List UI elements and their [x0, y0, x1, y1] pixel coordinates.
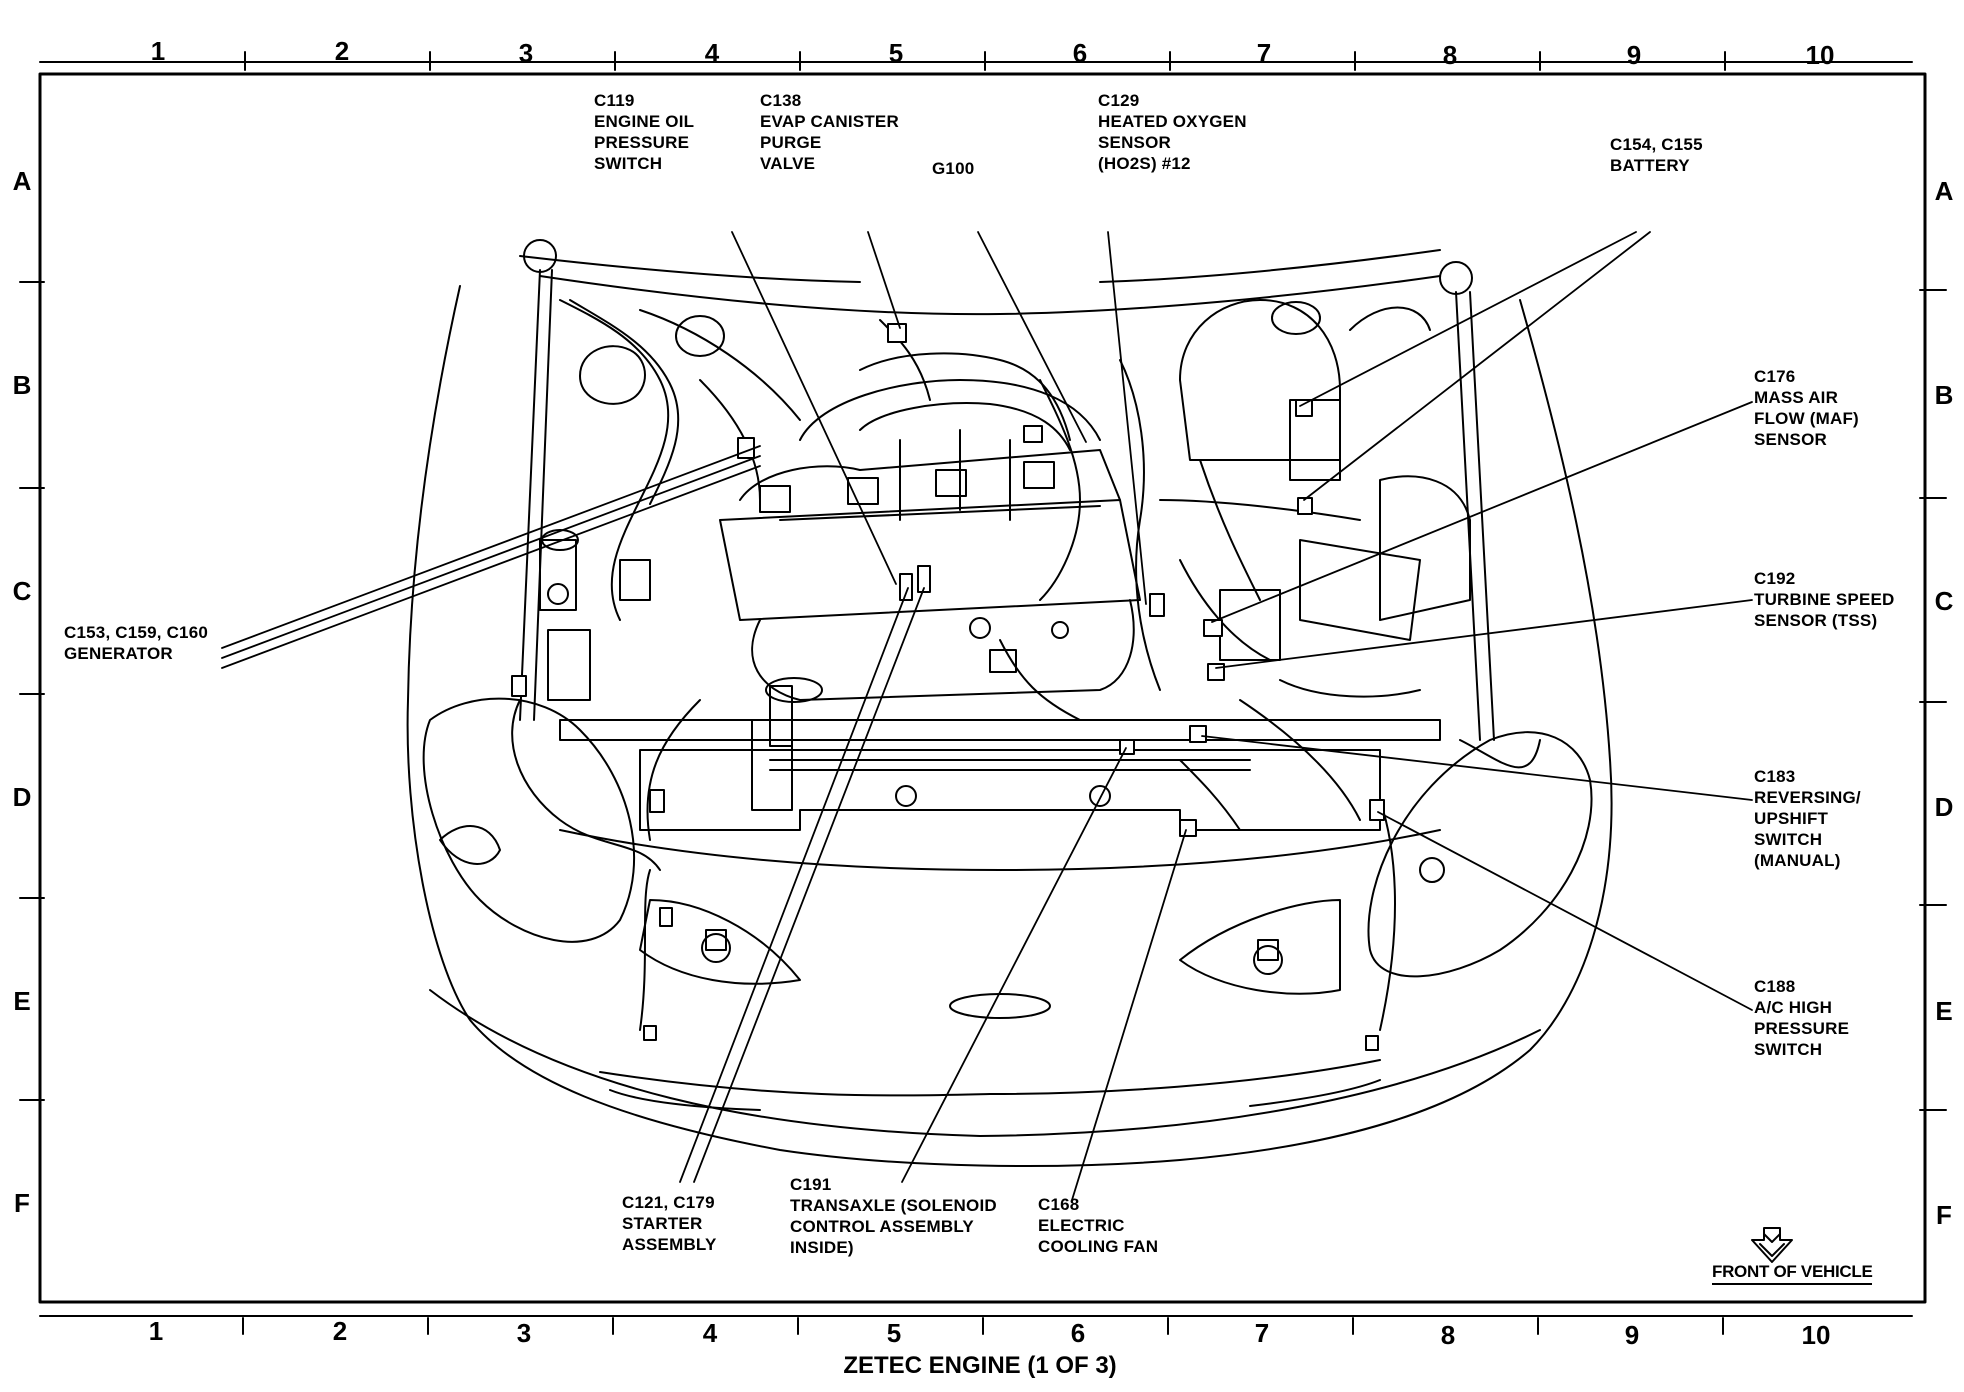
row-label-left-a: A: [12, 166, 32, 196]
col-label-top-7: 7: [1256, 38, 1272, 68]
col-label-bottom-3: 3: [516, 1318, 532, 1348]
col-label-bottom-1: 1: [148, 1316, 164, 1346]
col-label-top-2: 2: [334, 36, 350, 66]
callout-leaders: [221, 231, 1753, 1201]
connector-markers: [511, 323, 1385, 1051]
left-headlamp: [422, 697, 801, 985]
callout-c121-c179-starter-assembly: C121, C179 STARTER ASSEMBLY: [622, 1193, 717, 1254]
row-label-right-e: E: [1935, 996, 1953, 1026]
row-label-right-c: C: [1934, 586, 1954, 616]
callout-c191-transaxle: C191 TRANSAXLE (SOLENOID CONTROL ASSEMBL…: [790, 1175, 997, 1257]
row-label-left-d: D: [12, 782, 32, 812]
callout-c119-engine-oil-pressure-switch: C119 ENGINE OIL PRESSURE SWITCH: [594, 91, 695, 173]
down-chevron-arrow-icon: [1751, 1227, 1793, 1263]
left-reservoirs: [539, 315, 725, 701]
col-label-top-9: 9: [1626, 40, 1642, 70]
callout-c188-ac-high-pressure-switch: C188 A/C HIGH PRESSURE SWITCH: [1754, 977, 1850, 1059]
callout-c129-heated-oxygen-sensor: C129 HEATED OXYGEN SENSOR (HO2S) #12: [1098, 91, 1247, 173]
col-label-top-1: 1: [150, 36, 166, 66]
col-label-bottom-5: 5: [886, 1318, 902, 1348]
col-label-bottom-7: 7: [1254, 1318, 1270, 1348]
col-label-top-3: 3: [518, 38, 534, 68]
wiring-harness: [511, 299, 1541, 1031]
engine-block: [719, 379, 1141, 747]
callout-c154-c155-battery: C154, C155 BATTERY: [1610, 135, 1703, 175]
right-row-ticks: [1919, 289, 1947, 1111]
row-label-left-c: C: [12, 576, 32, 606]
vehicle-body-outline: [406, 239, 1613, 1167]
row-label-right-a: A: [1934, 176, 1954, 206]
callout-c168-electric-cooling-fan: C168 ELECTRIC COOLING FAN: [1038, 1195, 1159, 1256]
col-label-bottom-4: 4: [702, 1318, 718, 1348]
col-label-bottom-6: 6: [1070, 1318, 1086, 1348]
col-label-top-10: 10: [1805, 40, 1835, 70]
row-label-right-b: B: [1934, 380, 1954, 410]
col-label-bottom-2: 2: [332, 1316, 348, 1346]
col-label-bottom-8: 8: [1440, 1320, 1456, 1350]
bottom-column-ticks: [242, 1317, 1724, 1335]
row-label-right-d: D: [1934, 792, 1954, 822]
col-label-top-8: 8: [1442, 40, 1458, 70]
callout-c153-generator: C153, C159, C160 GENERATOR: [64, 623, 209, 663]
diagram-title: ZETEC ENGINE (1 OF 3): [843, 1352, 1117, 1379]
col-label-top-4: 4: [704, 38, 720, 68]
col-label-top-5: 5: [888, 38, 904, 68]
row-label-left-b: B: [12, 370, 32, 400]
callout-c138-evap-canister-purge-valve: C138 EVAP CANISTER PURGE VALVE: [760, 91, 899, 173]
radiator-support: [559, 719, 1441, 871]
callout-c192-turbine-speed-sensor: C192 TURBINE SPEED SENSOR (TSS): [1754, 569, 1895, 630]
callout-g100: G100: [932, 159, 975, 178]
row-label-left-e: E: [13, 986, 31, 1016]
front-of-vehicle-label: FRONT OF VEHICLE: [1712, 1262, 1873, 1285]
callout-c183-reversing-upshift-switch: C183 REVERSING/ UPSHIFT SWITCH (MANUAL): [1754, 767, 1861, 870]
col-label-bottom-9: 9: [1624, 1320, 1640, 1350]
air-cleaner-assembly: [1159, 299, 1471, 698]
right-headlamp: [1179, 731, 1593, 995]
top-column-ticks: [244, 51, 1726, 71]
col-label-top-6: 6: [1072, 38, 1088, 68]
diagram-frame: [38, 72, 1927, 1304]
col-label-bottom-10: 10: [1801, 1320, 1831, 1350]
row-label-left-f: F: [14, 1188, 30, 1218]
callout-c176-mass-air-flow-sensor: C176 MASS AIR FLOW (MAF) SENSOR: [1754, 367, 1859, 449]
row-label-right-f: F: [1936, 1200, 1952, 1230]
left-row-ticks: [19, 281, 45, 1101]
